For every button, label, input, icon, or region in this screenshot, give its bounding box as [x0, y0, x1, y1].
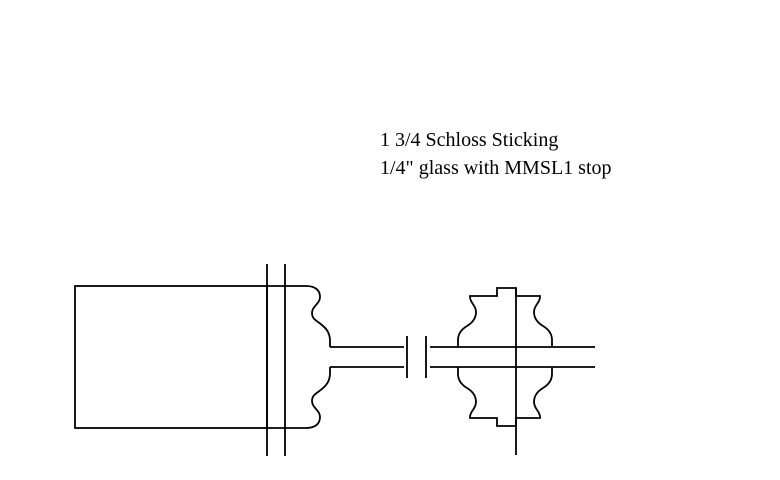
sticking-ogee-bottom — [305, 367, 331, 429]
annotation-line-2: 1/4" glass with MMSL1 stop — [380, 157, 612, 179]
stile-body — [74, 285, 268, 429]
stop-profile-top — [457, 287, 553, 347]
annotation-line-1: 1 3/4 Schloss Sticking — [380, 129, 559, 151]
stop-profile-bottom — [457, 367, 553, 427]
sticking-ogee-top — [305, 285, 331, 347]
drawing-annotation: 1 3/4 Schloss Sticking 1/4" glass with M… — [380, 126, 612, 182]
